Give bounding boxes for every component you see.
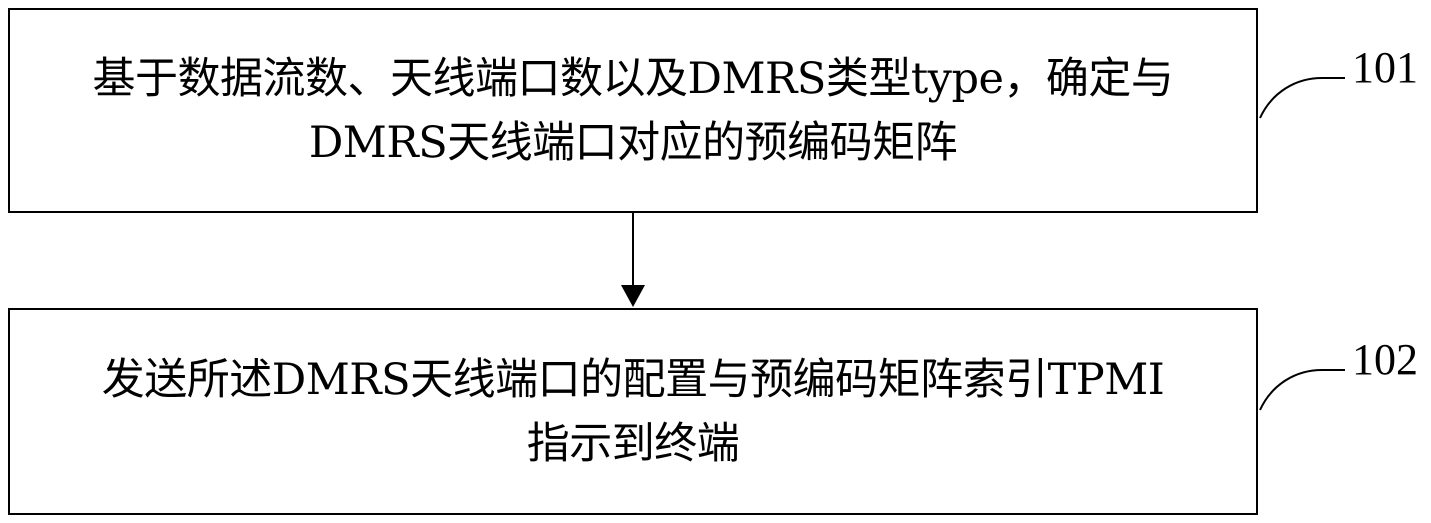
leader-line-101 bbox=[1259, 77, 1345, 119]
step-101-text-line-2: DMRS天线端口对应的预编码矩阵 bbox=[308, 117, 958, 168]
step-101-text-line-1: 基于数据流数、天线端口数以及DMRS类型type，确定与 bbox=[92, 53, 1174, 104]
step-label-102: 102 bbox=[1352, 335, 1418, 384]
step-box-102: 发送所述DMRS天线端口的配置与预编码矩阵索引TPMI 指示到终端 bbox=[8, 308, 1258, 515]
step-102-text-line-2: 指示到终端 bbox=[526, 418, 740, 469]
step-box-101: 基于数据流数、天线端口数以及DMRS类型type，确定与 DMRS天线端口对应的… bbox=[8, 8, 1258, 213]
step-102-text-line-1: 发送所述DMRS天线端口的配置与预编码矩阵索引TPMI bbox=[101, 354, 1165, 405]
leader-line-102 bbox=[1259, 369, 1345, 411]
flow-arrow-head bbox=[621, 285, 645, 307]
step-label-101: 101 bbox=[1352, 43, 1418, 92]
